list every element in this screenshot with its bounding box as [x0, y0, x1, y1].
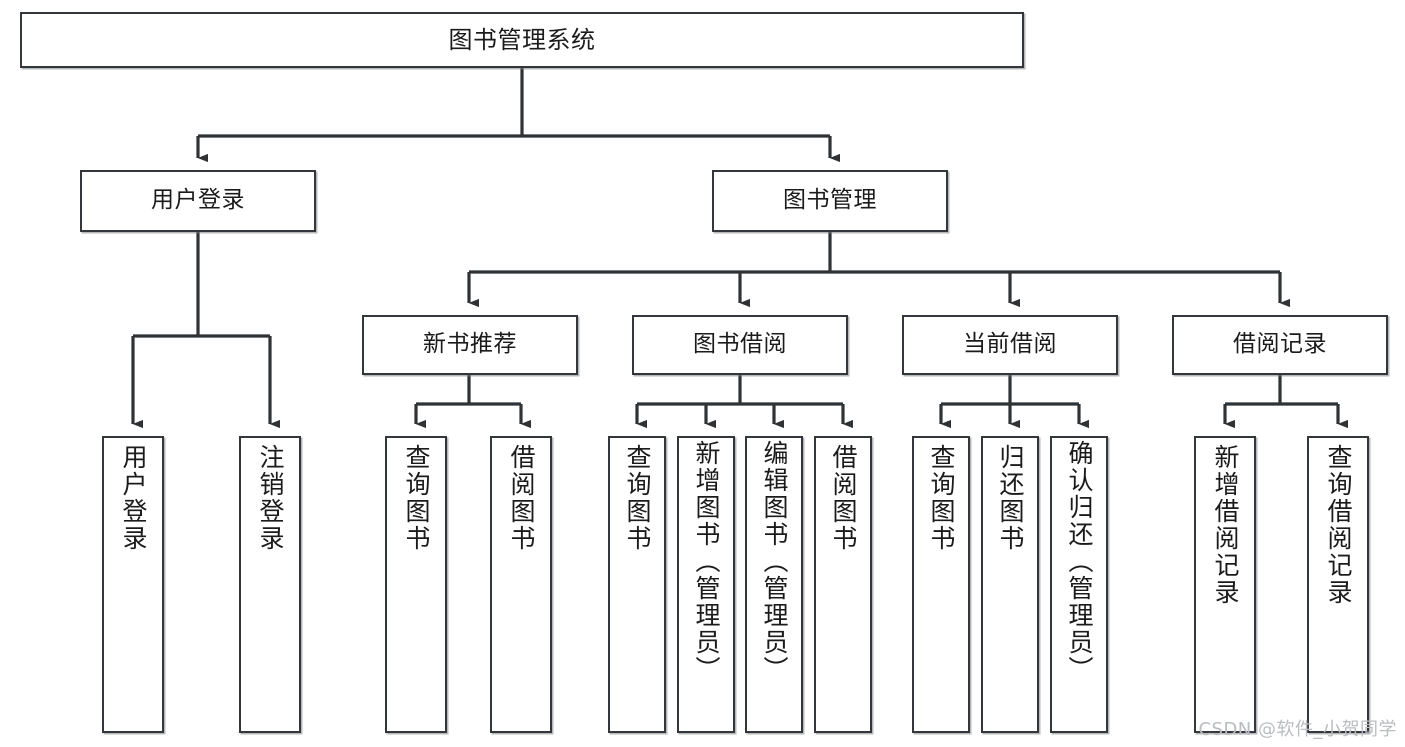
node-leaf-return-book[interactable]: 归还图书	[981, 436, 1039, 733]
node-root[interactable]: 图书管理系统	[20, 12, 1024, 68]
node-book-manage[interactable]: 图书管理	[712, 170, 948, 232]
node-leaf-query-book-1-label: 查询图书	[402, 444, 431, 552]
node-leaf-query-book-2[interactable]: 查询图书	[608, 436, 666, 733]
node-new-book-rec-label: 新书推荐	[423, 331, 517, 358]
node-current-borrow[interactable]: 当前借阅	[902, 315, 1118, 375]
node-leaf-query-book-3-label: 查询图书	[927, 444, 956, 552]
node-borrow-record[interactable]: 借阅记录	[1172, 315, 1388, 375]
node-leaf-confirm-return[interactable]: 确认归还（管理员）	[1050, 436, 1108, 733]
node-leaf-add-record-label: 新增借阅记录	[1211, 444, 1240, 606]
node-leaf-query-book-3[interactable]: 查询图书	[912, 436, 970, 733]
node-leaf-user-login-label: 用户登录	[119, 444, 148, 552]
node-user-login[interactable]: 用户登录	[80, 170, 316, 232]
node-book-borrow-label: 图书借阅	[693, 331, 787, 358]
node-current-borrow-label: 当前借阅	[963, 331, 1057, 358]
node-leaf-query-record[interactable]: 查询借阅记录	[1307, 436, 1369, 733]
node-leaf-logout[interactable]: 注销登录	[239, 436, 301, 733]
node-leaf-return-book-label: 归还图书	[996, 444, 1025, 552]
node-leaf-confirm-return-label: 确认归还（管理员）	[1065, 440, 1094, 683]
node-leaf-logout-label: 注销登录	[256, 444, 285, 552]
node-leaf-query-book-1[interactable]: 查询图书	[385, 436, 447, 733]
node-leaf-add-book[interactable]: 新增图书（管理员）	[677, 436, 735, 733]
node-leaf-borrow-book-1[interactable]: 借阅图书	[490, 436, 552, 733]
node-user-login-label: 用户登录	[151, 187, 245, 214]
node-leaf-edit-book[interactable]: 编辑图书（管理员）	[745, 436, 803, 733]
node-book-manage-label: 图书管理	[783, 187, 877, 214]
node-leaf-add-book-label: 新增图书（管理员）	[692, 440, 721, 683]
node-root-label: 图书管理系统	[448, 25, 596, 54]
node-leaf-borrow-book-2[interactable]: 借阅图书	[814, 436, 872, 733]
node-borrow-record-label: 借阅记录	[1233, 331, 1327, 358]
node-new-book-rec[interactable]: 新书推荐	[362, 315, 578, 375]
node-leaf-add-record[interactable]: 新增借阅记录	[1194, 436, 1256, 733]
node-leaf-query-record-label: 查询借阅记录	[1324, 444, 1353, 606]
node-leaf-borrow-book-1-label: 借阅图书	[507, 444, 536, 552]
node-leaf-edit-book-label: 编辑图书（管理员）	[760, 440, 789, 683]
node-leaf-query-book-2-label: 查询图书	[623, 444, 652, 552]
watermark-text: CSDN @软件_小贺同学	[1198, 719, 1397, 740]
node-book-borrow[interactable]: 图书借阅	[632, 315, 848, 375]
node-leaf-user-login[interactable]: 用户登录	[102, 436, 164, 733]
node-leaf-borrow-book-2-label: 借阅图书	[829, 444, 858, 552]
